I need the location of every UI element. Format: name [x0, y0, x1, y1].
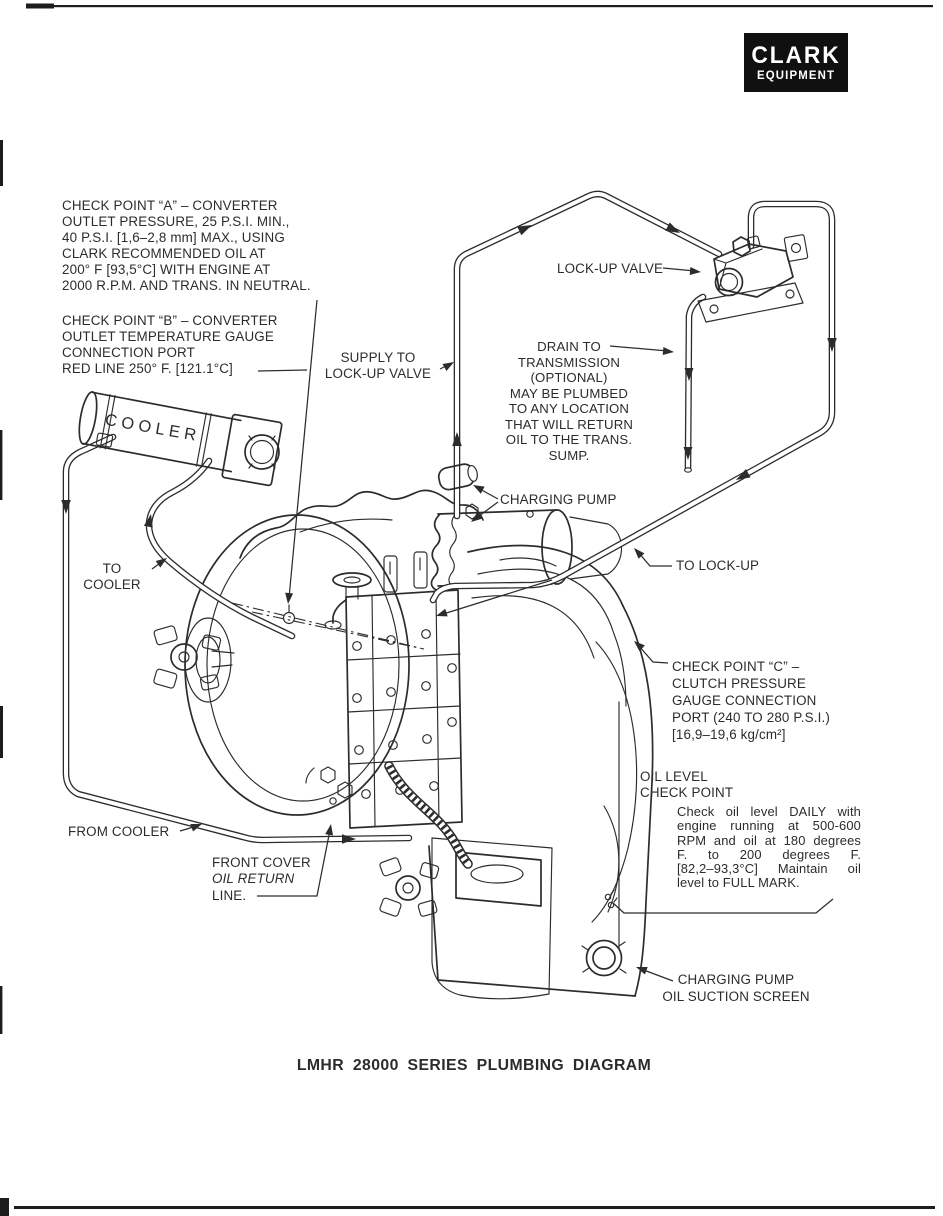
- cooler-drawing: COOLER: [78, 391, 283, 487]
- leader-lines: [151, 267, 834, 982]
- lockup-valve-label: LOCK-UP VALVE: [557, 261, 664, 276]
- vent-elbow: [324, 572, 372, 630]
- drain-pipe-open-end: [684, 467, 692, 473]
- supply-tee-fitting: [437, 463, 478, 491]
- rear-housing: [428, 544, 654, 997]
- cooler-label: COOLER: [104, 411, 202, 446]
- oil-level-leader: [612, 898, 834, 914]
- piping: [66, 194, 832, 869]
- front-cover-line1: FRONT COVER: [212, 855, 311, 870]
- leader-arrowheads: [155, 267, 701, 975]
- front-cover-line3: LINE.: [212, 887, 247, 903]
- front-cover-oil-return-label: FRONT COVER OIL RETURN LINE.: [212, 855, 311, 904]
- oil-sump: [431, 837, 553, 1000]
- to-lockup-label: TO LOCK-UP: [676, 558, 760, 573]
- from-cooler-label: FROM COOLER: [68, 824, 170, 839]
- flow-arrows: [61, 222, 837, 844]
- front-cover-line2: OIL RETURN: [212, 871, 295, 887]
- control-valve-body: [345, 551, 463, 829]
- check-port-plug: [282, 611, 296, 625]
- output-yoke: [153, 625, 235, 691]
- front-cover-return-hose: [384, 761, 473, 869]
- charging-pump-label: CHARGING PUMP: [500, 492, 617, 507]
- suction-screen-drawing: [581, 939, 627, 977]
- scan-artifacts: [0, 3, 935, 1216]
- hidden-cooler-line: [251, 611, 425, 650]
- logo-sub-text: EQUIPMENT: [756, 67, 836, 82]
- clark-equipment-logo: CLARK EQUIPMENT: [744, 33, 848, 92]
- front-cover-fittings: [305, 766, 353, 805]
- lockup-valve-drawing: [697, 234, 809, 323]
- diagram-title: LMHR 28000 SERIES PLUMBING DIAGRAM: [296, 1057, 652, 1074]
- logo-brand-text: CLARK: [751, 41, 841, 69]
- oil-level-plugs: [604, 889, 618, 909]
- bottom-yoke: [379, 857, 440, 917]
- converter-dome: [184, 514, 410, 816]
